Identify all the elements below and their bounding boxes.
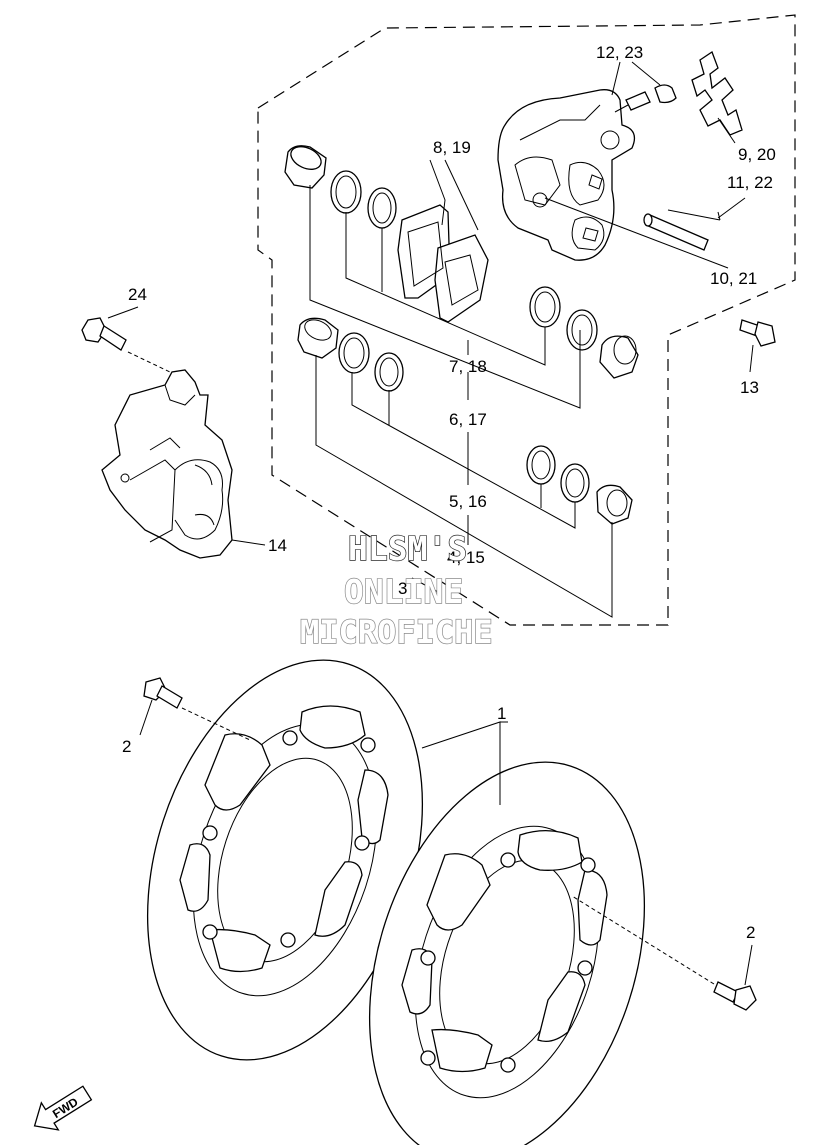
watermark: HLSM'S ONLINE MICROFICHE bbox=[299, 528, 493, 651]
bleed-screw-and-cap bbox=[614, 84, 677, 113]
disc-bolt-left bbox=[139, 677, 251, 741]
piston-small-right bbox=[596, 484, 633, 525]
pad-pin bbox=[643, 209, 721, 251]
leader-lines-caliper bbox=[309, 61, 754, 618]
mount-bolt-24 bbox=[81, 306, 171, 373]
callout-13: 13 bbox=[740, 378, 759, 397]
piston-large-upper bbox=[284, 145, 327, 189]
caliper-assembly-boundary bbox=[257, 14, 796, 626]
watermark-line-2: ONLINE bbox=[344, 572, 463, 611]
callout-9-20: 9, 20 bbox=[738, 145, 776, 164]
callout-2-right: 2 bbox=[746, 923, 755, 942]
caliper-body bbox=[497, 89, 636, 261]
seal-lower-2 bbox=[374, 352, 404, 392]
leader-14 bbox=[231, 539, 266, 546]
brake-disc-left bbox=[146, 659, 424, 1061]
seal-lower-3 bbox=[526, 445, 556, 485]
watermark-line-1: HLSM'S bbox=[348, 529, 467, 568]
callout-10-21: 10, 21 bbox=[710, 269, 757, 288]
brake-disc-right bbox=[368, 761, 646, 1145]
caliper-assembly-14 bbox=[101, 369, 233, 559]
seal-upper-2 bbox=[367, 187, 397, 229]
callout-4-15: 4, 15 bbox=[447, 548, 485, 567]
callout-14: 14 bbox=[268, 536, 287, 555]
fwd-arrow-badge: FWD bbox=[33, 1085, 93, 1131]
piston-large-right bbox=[599, 335, 639, 379]
pad-spring bbox=[691, 51, 743, 136]
watermark-line-3: MICROFICHE bbox=[300, 613, 493, 651]
piston-large-lower bbox=[297, 317, 339, 359]
callout-12-23: 12, 23 bbox=[596, 43, 643, 62]
callout-24: 24 bbox=[128, 285, 147, 304]
callout-5-16: 5, 16 bbox=[449, 492, 487, 511]
callout-2-left: 2 bbox=[122, 737, 131, 756]
seal-lower-4 bbox=[560, 463, 590, 503]
callout-7-18: 7, 18 bbox=[449, 357, 487, 376]
callout-11-22: 11, 22 bbox=[727, 173, 773, 192]
disc-bolt-right bbox=[571, 895, 757, 1011]
callout-3: 3 bbox=[398, 579, 407, 598]
callout-1: 1 bbox=[497, 704, 506, 723]
callout-6-17: 6, 17 bbox=[449, 410, 487, 429]
callout-8-19: 8, 19 bbox=[433, 138, 471, 157]
brake-pads bbox=[397, 204, 489, 323]
caliper-bolt-13 bbox=[739, 319, 776, 347]
